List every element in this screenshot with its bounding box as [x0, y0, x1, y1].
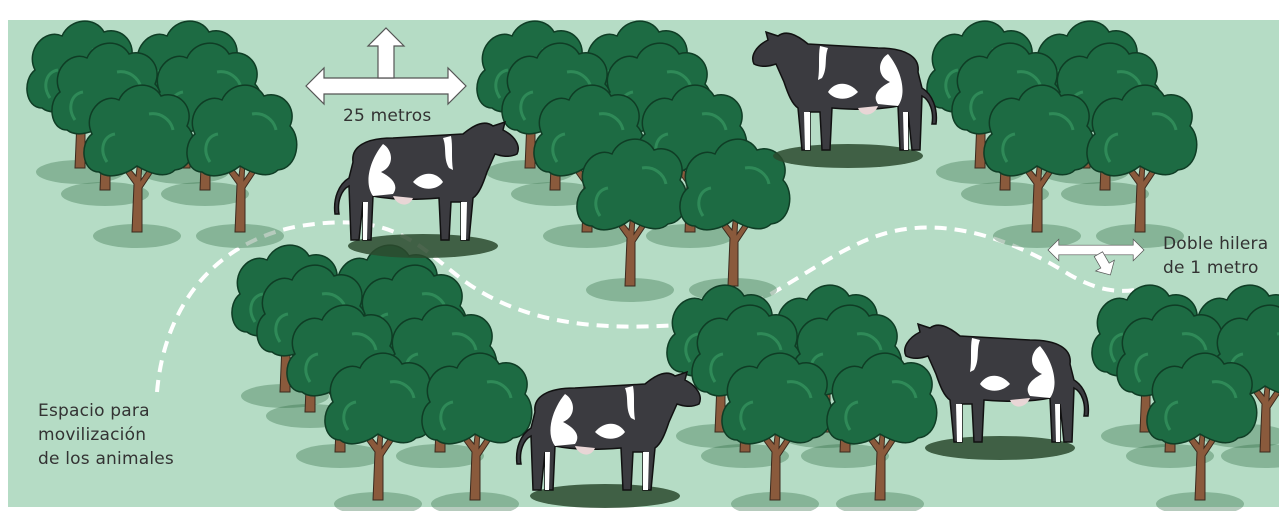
double-row-label-line-1: Doble hilera: [1163, 234, 1269, 254]
movement-path: [155, 220, 1136, 393]
movement-space-label-line-2: movilización: [38, 425, 147, 445]
double-row-label: Doble hilera de 1 metro: [1163, 232, 1268, 280]
movement-space-label-line-1: Espacio para: [38, 401, 150, 421]
double-row-arrow: [1047, 238, 1145, 276]
movement-space-label: Espacio para movilización de los animale…: [38, 399, 174, 471]
distance-arrow: [305, 27, 467, 105]
distance-label: 25 metros: [343, 106, 432, 126]
double-row-label-line-2: de 1 metro: [1163, 258, 1259, 278]
movement-space-label-line-3: de los animales: [38, 449, 174, 469]
